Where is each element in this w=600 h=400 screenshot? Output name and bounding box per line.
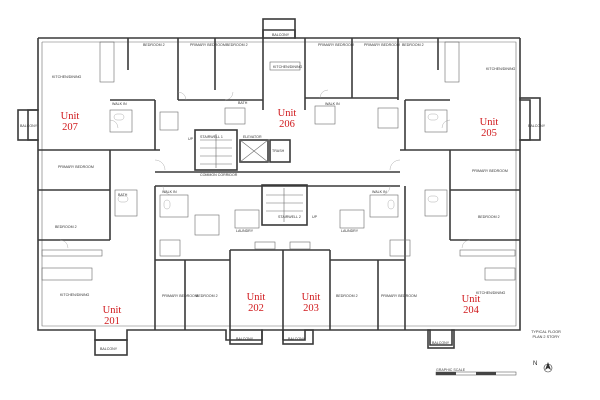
scale-bar [435,371,517,376]
common-corridor [155,171,400,187]
balcony-top [262,18,296,39]
label-balcony-201: BALCONY [100,347,118,351]
label-laundry-202: LAUNDRY [236,229,254,233]
label-bedroom2-202: BEDROOM 2 [196,294,218,298]
label-walkin-207: WALK IN [112,102,127,106]
label-bedroom2-205: BEDROOM 2 [402,43,424,47]
label-balcony-left: BALCONY [20,124,38,128]
label-primary-205: PRIMARY BEDROOM [364,43,400,47]
unit-label-207: Unit 207 [55,111,85,133]
label-primary-202: PRIMARY BEDROOM [162,294,198,298]
kitchens [41,41,516,281]
balcony-right [519,97,541,141]
label-bedroom2-204: BEDROOM 2 [478,215,500,219]
doors [59,89,471,249]
label-kitchen-205: KITCHEN/DINING [486,67,516,71]
balcony-left [17,109,39,141]
label-walkin-203: WALK IN [372,190,387,194]
unit-label-203: Unit 203 [296,292,326,314]
label-bedroom2-201: BEDROOM 2 [55,225,77,229]
label-stairwell-1: STAIRWELL 1 [200,135,223,139]
label-stairwell-2: STAIRWELL 2 [278,215,301,219]
unit-label-204-text: Unit 204 [461,294,481,316]
label-elevator: ELEVATOR [243,135,262,139]
label-balcony-203: BALCONY [288,337,306,341]
label-up-2: UP [312,215,318,219]
label-kitchen-201: KITCHEN/DINING [60,293,90,297]
scale-label: GRAPHIC SCALE [436,368,466,372]
label-kitchen-204: KITCHEN/DINING [476,291,506,295]
balcony-204 [427,329,455,349]
unit-label-202: Unit 202 [241,292,271,314]
plan-title: TYPICAL FLOOR PLAN 2 STORY [531,330,561,339]
label-walkin-202: WALK IN [162,190,177,194]
trash-room [269,139,291,163]
label-primary-203: PRIMARY BEDROOM [381,294,417,298]
label-walkin-206: WALK IN [325,102,340,106]
stairwell-2 [261,184,308,226]
label-primary-201: PRIMARY BEDROOM [58,165,94,169]
unit-label-206: Unit 206 [272,108,302,130]
central-core [194,129,308,226]
label-balcony-202: BALCONY [236,337,254,341]
north-arrow-icon [543,362,553,373]
elevator [239,139,269,163]
balcony-203 [282,329,314,345]
label-common-corridor: COMMON CORRIDOR [200,173,238,177]
unit-label-205-text: Unit 205 [479,117,499,139]
baths-and-closets [109,105,448,257]
lower-wing-walls [38,150,520,330]
building-outline [27,29,531,346]
label-balcony-right: BALCONY [528,124,546,128]
label-trash: TRASH [272,149,285,153]
unit-label-204: Unit 204 [456,294,486,316]
balconies [17,18,541,356]
unit-label-202-text: Unit 202 [246,292,266,314]
label-bath-206: BATH [238,101,248,105]
north-label: N [533,361,538,367]
unit-label-205: Unit 205 [474,117,504,139]
label-up-1: UP [188,137,194,141]
balcony-202 [229,329,263,345]
label-kitchen-207: KITCHEN/DINING [52,75,82,79]
stairwell-1 [194,129,238,171]
upper-wing-walls [38,38,520,151]
balcony-201 [94,339,128,356]
unit-label-207-text: Unit 207 [60,111,80,133]
unit-label-206-text: Unit 206 [277,108,297,130]
label-bedroom2-203: BEDROOM 2 [336,294,358,298]
label-bath-201: BATH [118,193,128,197]
label-bedroom2-207: BEDROOM 2 [143,43,165,47]
label-primary-204: PRIMARY BEDROOM [472,169,508,173]
label-primary-206: PRIMARY BEDROOM [318,43,354,47]
room-labels: KITCHEN/DINING BEDROOM 2 PRIMARY BEDROOM… [20,33,546,351]
label-laundry-203: LAUNDRY [341,229,359,233]
label-balcony-204: BALCONY [432,341,450,345]
label-kitchen-206: KITCHEN/DINING [273,65,303,69]
unit-label-201: Unit 201 [97,305,127,327]
label-balcony-top: BALCONY [272,33,290,37]
label-bedroom2-206: BEDROOM 2 [226,43,248,47]
unit-label-201-text: Unit 201 [102,305,122,327]
label-primary-207: PRIMARY BEDROOM [190,43,226,47]
unit-label-203-text: Unit 203 [301,292,321,314]
